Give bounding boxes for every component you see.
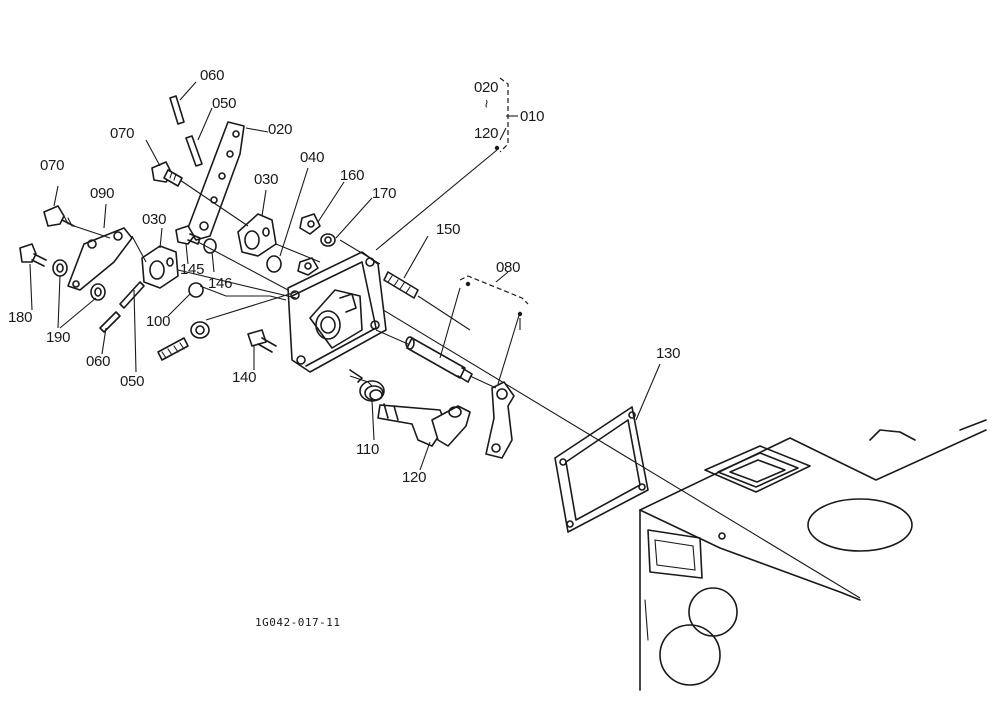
- callout-070-left: 070: [40, 157, 65, 174]
- pin-050-lower: [119, 281, 145, 309]
- bolt-070-upper: [151, 161, 183, 187]
- callout-130: 130: [656, 345, 681, 362]
- o-ring-100: [188, 282, 204, 298]
- point-120-ref: [494, 145, 500, 151]
- governor-spring: [349, 369, 385, 402]
- washer-170: [320, 233, 336, 247]
- callout-060-lower: 060: [86, 353, 111, 370]
- pin-050-upper: [185, 135, 203, 167]
- callout-030-lower: 030: [142, 211, 167, 228]
- leader-lines: [29, 81, 661, 471]
- callout-140: 140: [232, 369, 257, 386]
- bolt-180: [19, 243, 47, 267]
- engine-block: [639, 419, 987, 691]
- gasket: [554, 406, 649, 533]
- pin-060-upper: [169, 95, 185, 125]
- callout-150: 150: [436, 221, 461, 238]
- callout-020-upper: 020: [268, 121, 293, 138]
- callout-145: 145: [180, 261, 205, 278]
- bracket-010: [499, 77, 509, 153]
- fork-lever-shaft: [377, 403, 471, 447]
- drawing-code: 1G042-017-11: [255, 616, 341, 629]
- point-080-b: [517, 311, 523, 317]
- governor-lever-small: [485, 381, 515, 459]
- callout-120-assembly: 120: [474, 125, 499, 142]
- nut-lower: [190, 321, 210, 339]
- hex-nut-160: [297, 213, 321, 276]
- callout-190: 190: [46, 329, 71, 346]
- callout-146: 146: [208, 275, 233, 292]
- callout-090: 090: [90, 185, 115, 202]
- callout-100: 100: [146, 313, 171, 330]
- stud-bolt-170: [383, 271, 419, 299]
- stud-lower: [157, 337, 189, 361]
- callout-080: 080: [496, 259, 521, 276]
- callout-050-upper: 050: [212, 95, 237, 112]
- bolt-070-left: [43, 205, 75, 227]
- callout-120-lower: 120: [402, 469, 427, 486]
- callout-170: 170: [372, 185, 397, 202]
- point-080-a: [465, 281, 471, 287]
- callout-070-upper: 070: [110, 125, 135, 142]
- callout-180: 180: [8, 309, 33, 326]
- pin-060-lower: [99, 311, 121, 333]
- callout-030-upper: 030: [254, 171, 279, 188]
- callout-040: 040: [300, 149, 325, 166]
- stud-bolt-140: [247, 329, 277, 353]
- bolt-145: [175, 225, 201, 245]
- link-plate-090: [67, 227, 133, 291]
- callout-020-assembly: 020: [474, 79, 499, 96]
- callout-010: 010: [520, 108, 545, 125]
- link-arm-020: [187, 121, 245, 241]
- callout-060-upper: 060: [200, 67, 225, 84]
- bracket-080: [459, 275, 529, 305]
- clamp-030-upper: [237, 213, 277, 257]
- callout-050-lower: 050: [120, 373, 145, 390]
- callout-range-mark: ~: [477, 99, 495, 108]
- clamp-030-lower: [141, 245, 179, 289]
- washer-190: [52, 259, 106, 301]
- callout-110: 110: [356, 441, 380, 458]
- callout-160: 160: [340, 167, 365, 184]
- o-ring-040: [266, 255, 282, 273]
